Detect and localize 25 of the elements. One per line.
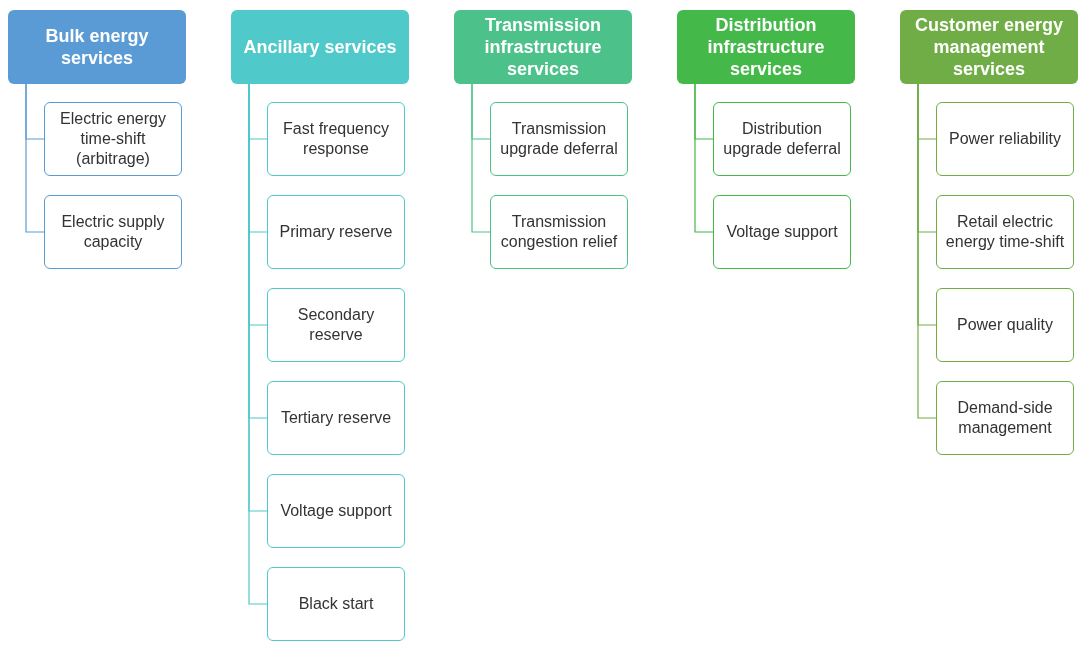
service-box: Fast frequency response (267, 102, 405, 176)
service-box: Transmission congestion relief (490, 195, 628, 269)
service-box: Tertiary reserve (267, 381, 405, 455)
connector-line (25, 83, 45, 233)
connector-line (471, 83, 491, 233)
connector-line (694, 83, 714, 233)
category-header: Distribution infrastructure services (677, 10, 855, 84)
service-box: Black start (267, 567, 405, 641)
service-box: Distribution upgrade deferral (713, 102, 851, 176)
service-box: Transmission upgrade deferral (490, 102, 628, 176)
category-header: Bulk energy services (8, 10, 186, 84)
service-box: Primary reserve (267, 195, 405, 269)
service-box: Power quality (936, 288, 1074, 362)
service-box: Voltage support (267, 474, 405, 548)
category-header: Ancillary services (231, 10, 409, 84)
service-box: Power reliability (936, 102, 1074, 176)
category-header: Customer energy management services (900, 10, 1078, 84)
service-box: Retail electric energy time-shift (936, 195, 1074, 269)
connector-line (917, 83, 937, 419)
service-box: Electric supply capacity (44, 195, 182, 269)
service-box: Electric energy time-shift (arbitrage) (44, 102, 182, 176)
service-box: Demand-side management (936, 381, 1074, 455)
category-header: Transmission infrastructure services (454, 10, 632, 84)
service-box: Voltage support (713, 195, 851, 269)
service-box: Secondary reserve (267, 288, 405, 362)
